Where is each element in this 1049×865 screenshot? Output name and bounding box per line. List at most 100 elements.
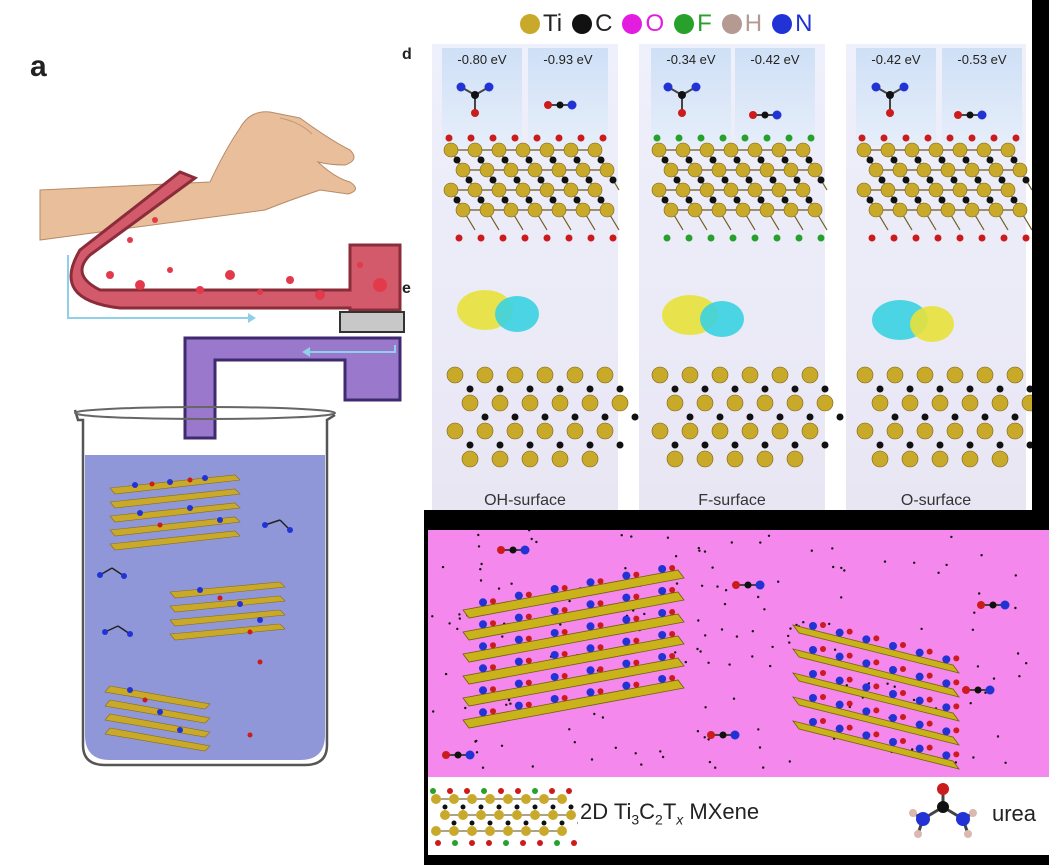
n-atom [514, 591, 523, 600]
ti-atom [795, 182, 811, 198]
blood-tube [69, 170, 402, 312]
o-atom [846, 700, 853, 707]
n-atom [809, 622, 817, 630]
ti-atom [901, 394, 919, 412]
n-atom [977, 110, 987, 120]
ti-atom [699, 142, 715, 158]
n-atom [479, 708, 487, 717]
ti-atom [467, 794, 477, 804]
surface-atom [685, 234, 693, 242]
o-atom [597, 622, 604, 629]
c-atom [966, 385, 974, 393]
frame-border-middle [424, 510, 1049, 530]
o-atom [953, 727, 960, 734]
n-atom [915, 744, 924, 753]
speck [757, 595, 760, 599]
speck [497, 587, 501, 590]
n-atom [871, 82, 881, 92]
mxene-sheet [462, 591, 685, 641]
c-atom [685, 196, 693, 204]
atom-grid [856, 366, 1032, 468]
c-atom [477, 196, 485, 204]
surface-atom [503, 840, 509, 846]
c-atom [966, 441, 974, 449]
c-atom [890, 196, 898, 204]
n-atom [809, 694, 817, 702]
ti-atom [856, 366, 874, 384]
n-atom [479, 664, 487, 673]
ti-atom [476, 810, 486, 820]
ti-atom [651, 366, 669, 384]
surface-atom [554, 840, 560, 846]
surface-atom [430, 788, 436, 794]
speck [559, 623, 562, 626]
surface-atom [707, 234, 715, 242]
speck [787, 634, 790, 638]
speck [535, 540, 538, 544]
c-atom [685, 156, 693, 164]
o-atom [900, 714, 906, 720]
n-atom [835, 676, 844, 685]
speck [697, 619, 700, 622]
o-atom-icon [622, 14, 643, 34]
c-atom [876, 441, 884, 449]
c-atom [921, 413, 929, 421]
ti-atom [566, 366, 584, 384]
o-atom [953, 655, 960, 662]
ti-atom [539, 142, 555, 158]
speck [456, 627, 459, 631]
c-atom [532, 804, 538, 810]
speck [802, 621, 805, 624]
ti-atom [521, 826, 531, 836]
ti-atom [988, 162, 1004, 178]
surface-atom [445, 134, 453, 142]
o-atom [900, 690, 906, 696]
n-atom [942, 703, 951, 712]
c-atom [981, 413, 989, 421]
o-atom [544, 101, 552, 109]
n-atom [862, 635, 871, 644]
surface-atom [924, 134, 932, 142]
n-atom [550, 584, 559, 593]
n-atom [514, 657, 523, 666]
ti-atom [771, 142, 787, 158]
speck [978, 592, 981, 595]
n-atom [622, 659, 631, 668]
adsorption-box-isocyanate: -0.53 eV [942, 48, 1022, 146]
c-atom [477, 156, 485, 164]
column-f-surface: -0.34 eV -0.42 eV F-surface [639, 44, 825, 512]
speck [758, 746, 762, 749]
speck [788, 760, 791, 763]
speck [509, 702, 512, 705]
dialysis-schematic [39, 111, 405, 767]
c-atom [733, 156, 741, 164]
ti-atom [551, 162, 567, 178]
surface-atom [890, 234, 898, 242]
speck [590, 758, 594, 761]
o-atom [962, 686, 970, 694]
n-atom [663, 82, 673, 92]
n-atom [942, 751, 951, 760]
speck [510, 582, 513, 585]
surface-atom [1022, 234, 1030, 242]
c-atom [678, 91, 686, 99]
frame-border-left [424, 510, 428, 865]
energy-label: -0.42 eV [750, 52, 800, 67]
surface-atom [653, 134, 661, 142]
speck [913, 561, 916, 564]
ti-atom [771, 182, 787, 198]
surface-atom [447, 788, 453, 794]
ti-atom [931, 394, 949, 412]
speck [474, 740, 477, 743]
mxene-stack [462, 564, 685, 729]
surface-atom [785, 134, 793, 142]
ti-atom [651, 142, 667, 158]
c-atom [876, 385, 884, 393]
n-atom [862, 659, 871, 668]
surface-atom [577, 134, 585, 142]
ti-atom [904, 182, 920, 198]
ti-atom [961, 450, 979, 468]
ti-atom [961, 394, 979, 412]
ti-atom [687, 202, 703, 218]
ti-atom [566, 810, 576, 820]
